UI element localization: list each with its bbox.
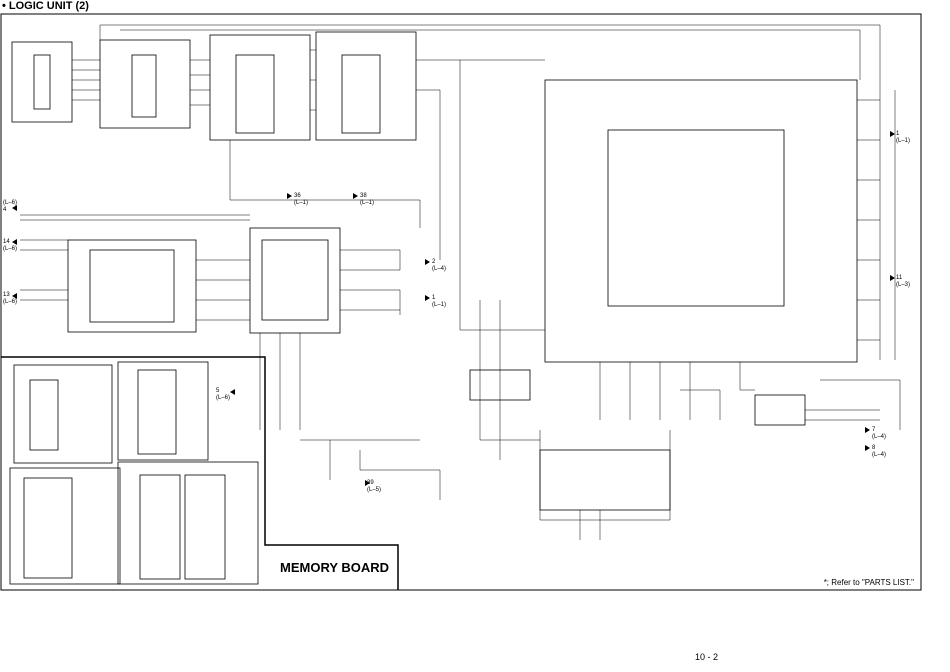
sheet-frame: [0, 13, 922, 591]
ic-bottom-center: [539, 449, 671, 511]
connector-label-14: 14(L–6): [3, 239, 18, 252]
memory-board-chips: [9, 361, 259, 585]
connector-label-13: 13(L–6): [3, 292, 18, 305]
connector-label-5: 5(L–6): [216, 388, 231, 401]
connector-label-1b: 1(L–1): [432, 295, 447, 308]
ic-center: [249, 227, 341, 334]
connector-label-7: 7(L–4): [872, 427, 887, 440]
connector-label-39: 39(L–5): [367, 480, 382, 493]
connector-label-4: (L–6)4: [3, 200, 18, 213]
mem-chip-1: [13, 364, 113, 464]
wiring: [20, 24, 901, 540]
mem-chip-2: [117, 361, 209, 461]
memory-board-outline: [1, 356, 399, 590]
ic-ram-1: [209, 34, 311, 141]
ic-cpu-left: [67, 239, 197, 333]
mem-chip-4: [117, 461, 259, 585]
main-ics: [11, 31, 858, 511]
connector-label-11: 11(L–3): [896, 275, 911, 288]
connector-markers: [12, 131, 895, 486]
diagram-title: • LOGIC UNIT (2): [2, 0, 89, 12]
connector-label-2: 2(L–4): [432, 259, 447, 272]
mem-chip-3: [9, 467, 121, 585]
ic-main-processor: [544, 79, 858, 363]
connector-label-8: 8(L–4): [872, 445, 887, 458]
connector-label-36: 36(L–1): [294, 193, 309, 206]
connector-label-38: 38(L–1): [360, 193, 375, 206]
memory-board-label: MEMORY BOARD: [280, 560, 390, 575]
ic-top-left-1: [11, 41, 73, 123]
page-number: 10 - 2: [695, 652, 719, 662]
ic-ram-2: [315, 31, 417, 141]
parts-list-footnote: *; Refer to "PARTS LIST.": [823, 578, 914, 587]
connector-label-1: 1(L–1): [896, 131, 911, 144]
ic-right-bottom: [754, 394, 806, 426]
ic-top-left-2: [99, 39, 191, 129]
